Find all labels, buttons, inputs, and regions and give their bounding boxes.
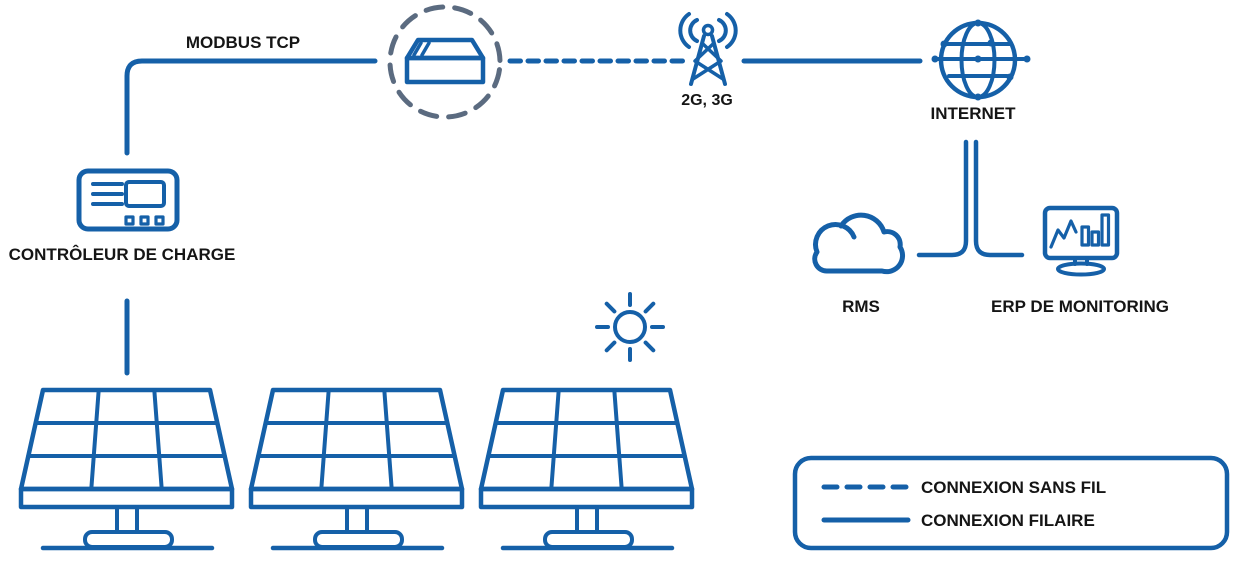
charge-controller-icon — [76, 168, 180, 232]
erp-monitoring-label: ERP DE MONITORING — [991, 297, 1169, 316]
legend-box — [792, 455, 1230, 551]
solar-panel-1 — [21, 390, 232, 548]
cloud-icon — [812, 212, 906, 275]
solar-panel-2 — [251, 390, 462, 548]
artwork-layer — [21, 12, 1230, 551]
cell-tower-icon — [678, 12, 738, 86]
internet-label: INTERNET — [931, 104, 1017, 123]
internet-globe-icon — [931, 19, 1031, 101]
rms-label: RMS — [842, 297, 880, 316]
modbus-wired-link — [124, 58, 378, 156]
legend-wired-label: CONNEXION FILAIRE — [921, 511, 1095, 530]
gateway-box-icon — [404, 37, 486, 85]
charge-controller-label: CONTRÔLEUR DE CHARGE — [9, 245, 236, 264]
sun-icon — [595, 292, 665, 362]
modbus-label: MODBUS TCP — [186, 33, 300, 52]
internet-erp-link — [973, 139, 1025, 258]
gateway-dashed-circle — [387, 4, 503, 120]
legend-wireless-label: CONNEXION SANS FIL — [921, 478, 1106, 497]
monitor-chart-icon — [1042, 205, 1120, 277]
cellular-label: 2G, 3G — [681, 92, 733, 109]
internet-rms-link — [916, 139, 969, 258]
globe-nodes — [931, 19, 1031, 101]
solar-panel-3 — [481, 390, 692, 548]
